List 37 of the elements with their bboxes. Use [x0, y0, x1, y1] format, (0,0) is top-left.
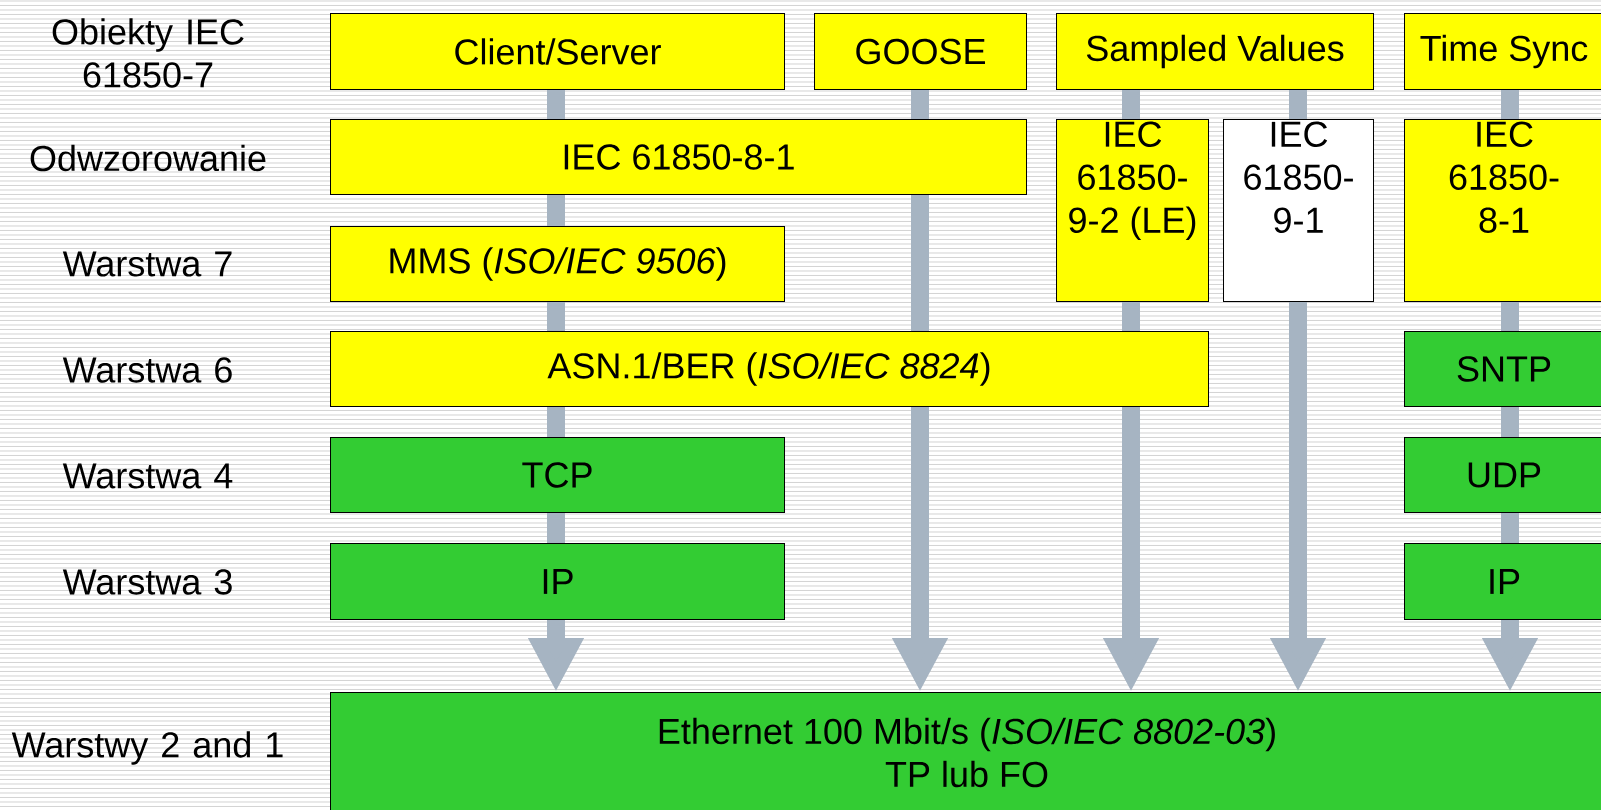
connector-bar: [911, 195, 929, 331]
layer-box: Time Sync: [1404, 13, 1601, 90]
connector-bar: [547, 90, 565, 119]
layer-label: Warstwy 2 and 1: [11, 731, 283, 765]
connector-bar: [1501, 407, 1519, 437]
layer-box: IP: [1404, 543, 1601, 620]
connector-bar: [1289, 90, 1307, 119]
layer-box: Sampled Values: [1056, 13, 1374, 90]
layer-label: Warstwa 6: [62, 357, 232, 383]
connector-bar: [1122, 302, 1140, 331]
connector-bar: [911, 90, 929, 119]
layer-box: IEC 61850-9-1: [1223, 119, 1374, 302]
connector-bar: [1122, 90, 1140, 119]
connector-bar: [547, 407, 565, 437]
layer-box: ASN.1/BER (ISO/IEC 8824): [330, 331, 1209, 407]
layer-label: Warstwa 4: [62, 463, 233, 489]
layer-label: Obiekty IEC 61850-7: [52, 18, 244, 88]
layer-box: TCP: [330, 437, 785, 513]
connector-bar: [1501, 513, 1519, 543]
layer-box: SNTP: [1404, 331, 1601, 407]
layer-box: UDP: [1404, 437, 1601, 513]
connector-bar: [547, 195, 565, 226]
layer-label: Warstwa 7: [62, 251, 232, 277]
connector-bar: [1501, 302, 1519, 331]
layer-box: IEC 61850-9-2 (LE): [1056, 119, 1209, 302]
connector-bar: [1501, 90, 1519, 119]
connector-bar: [547, 302, 565, 331]
layer-box: GOOSE: [814, 13, 1027, 90]
layer-box: MMS (ISO/IEC 9506): [330, 226, 785, 302]
layer-box: Ethernet 100 Mbit/s (ISO/IEC 8802-03) TP lub FO: [330, 692, 1601, 810]
layer-box: IP: [330, 543, 785, 620]
layer-box: Client/Server: [330, 13, 785, 90]
layer-label: Warstwa 3: [62, 569, 232, 595]
layer-box: IEC 61850-8-1: [1404, 119, 1601, 302]
layer-box: IEC 61850-8-1: [330, 119, 1027, 195]
connector-bar: [547, 513, 565, 543]
layer-label: Odwzorowanie: [30, 144, 266, 172]
